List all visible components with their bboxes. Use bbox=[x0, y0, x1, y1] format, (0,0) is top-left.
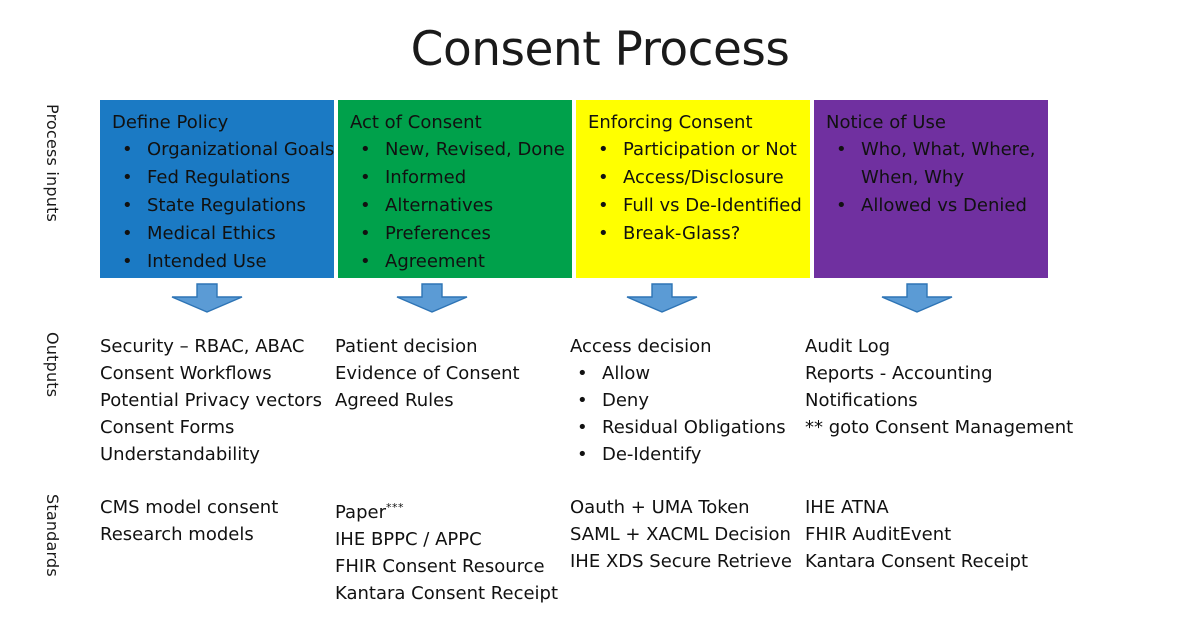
bullet-item: Allow bbox=[570, 360, 801, 387]
standard-line: Research models bbox=[100, 524, 254, 545]
bullet-item: Who, What, Where, When, Why bbox=[826, 136, 1040, 192]
bullet-item: Full vs De-Identified bbox=[588, 192, 802, 220]
standard-line: Kantara Consent Receipt bbox=[805, 551, 1029, 572]
row-label-outputs: Outputs bbox=[43, 332, 62, 398]
bullet-item: Agreement bbox=[350, 248, 564, 276]
standards-column-define-policy: CMS model consent Research models bbox=[100, 494, 335, 607]
standard-line: SAML + XACML Decision bbox=[570, 524, 791, 545]
standard-line: CMS model consent bbox=[100, 497, 279, 518]
process-inputs-row: Define Policy Organizational Goals Fed R… bbox=[100, 100, 1048, 278]
output-line: Potential Privacy vectors bbox=[100, 390, 322, 411]
box-title-enforcing-consent: Enforcing Consent bbox=[588, 112, 753, 133]
output-line: Understandability bbox=[100, 444, 260, 465]
bullet-list-act-of-consent: New, Revised, Done Informed Alternatives… bbox=[350, 136, 565, 276]
standards-column-enforcing-consent: Oauth + UMA Token SAML + XACML Decision … bbox=[570, 494, 805, 607]
outputs-bullet-list-enforcing-consent: Allow Deny Residual Obligations De-Ident… bbox=[570, 360, 801, 468]
output-line: Agreed Rules bbox=[335, 390, 454, 411]
bullet-item: Informed bbox=[350, 164, 564, 192]
outputs-row: Security – RBAC, ABAC Consent Workflows … bbox=[100, 333, 1195, 468]
standard-line-paper: Paper*** bbox=[335, 494, 566, 526]
down-arrow-icon-act-of-consent bbox=[396, 283, 468, 313]
box-title-notice-of-use: Notice of Use bbox=[826, 112, 946, 133]
standard-line: Kantara Consent Receipt bbox=[335, 583, 559, 604]
bullet-item: Medical Ethics bbox=[112, 220, 326, 248]
bullet-item: Allowed vs Denied bbox=[826, 192, 1040, 220]
output-line: Evidence of Consent bbox=[335, 363, 520, 384]
row-label-standards: Standards bbox=[43, 494, 62, 577]
bullet-list-define-policy: Organizational Goals Fed Regulations Sta… bbox=[112, 136, 334, 276]
bullet-item: Residual Obligations bbox=[570, 414, 801, 441]
output-line: Security – RBAC, ABAC bbox=[100, 336, 305, 357]
bullet-item: Participation or Not bbox=[588, 136, 802, 164]
bullet-item: De-Identify bbox=[570, 441, 801, 468]
bullet-item: Alternatives bbox=[350, 192, 564, 220]
footnote-asterisks: *** bbox=[385, 501, 404, 514]
standard-line: IHE XDS Secure Retrieve bbox=[570, 551, 792, 572]
outputs-column-notice-of-use: Audit Log Reports - Accounting Notificat… bbox=[805, 333, 1185, 468]
down-arrow-icon-notice-of-use bbox=[881, 283, 953, 313]
bullet-item: Access/Disclosure bbox=[588, 164, 802, 192]
page-title: Consent Process bbox=[410, 22, 790, 77]
down-arrow-icon-define-policy bbox=[171, 283, 243, 313]
standards-row: CMS model consent Research models Paper*… bbox=[100, 494, 1195, 607]
output-line: Audit Log bbox=[805, 336, 891, 357]
standard-line: FHIR Consent Resource bbox=[335, 556, 545, 577]
box-enforcing-consent[interactable]: Enforcing Consent Participation or Not A… bbox=[576, 100, 810, 278]
standard-line-paper-text: Paper bbox=[335, 502, 386, 523]
standard-line: FHIR AuditEvent bbox=[805, 524, 952, 545]
box-act-of-consent[interactable]: Act of Consent New, Revised, Done Inform… bbox=[338, 100, 572, 278]
outputs-column-enforcing-consent: Access decision Allow Deny Residual Obli… bbox=[570, 333, 805, 468]
outputs-column-define-policy: Security – RBAC, ABAC Consent Workflows … bbox=[100, 333, 335, 468]
output-line-goto-consent-management: ** goto Consent Management bbox=[805, 417, 1074, 438]
standard-line: IHE BPPC / APPC bbox=[335, 529, 482, 550]
standards-column-notice-of-use: IHE ATNA FHIR AuditEvent Kantara Consent… bbox=[805, 494, 1185, 607]
bullet-item: Intended Use bbox=[112, 248, 326, 276]
standard-line: Oauth + UMA Token bbox=[570, 497, 750, 518]
box-notice-of-use[interactable]: Notice of Use Who, What, Where, When, Wh… bbox=[814, 100, 1048, 278]
box-define-policy[interactable]: Define Policy Organizational Goals Fed R… bbox=[100, 100, 334, 278]
bullet-item: Preferences bbox=[350, 220, 564, 248]
bullet-list-notice-of-use: Who, What, Where, When, Why Allowed vs D… bbox=[826, 136, 1040, 220]
output-line: Reports - Accounting bbox=[805, 363, 993, 384]
standard-line: IHE ATNA bbox=[805, 497, 889, 518]
standards-column-act-of-consent: Paper*** IHE BPPC / APPC FHIR Consent Re… bbox=[335, 494, 570, 607]
bullet-item: Fed Regulations bbox=[112, 164, 326, 192]
output-line: Consent Forms bbox=[100, 417, 235, 438]
bullet-list-enforcing-consent: Participation or Not Access/Disclosure F… bbox=[588, 136, 802, 248]
row-label-process-inputs: Process inputs bbox=[43, 104, 62, 223]
outputs-column-act-of-consent: Patient decision Evidence of Consent Agr… bbox=[335, 333, 570, 468]
bullet-item: New, Revised, Done bbox=[350, 136, 565, 164]
box-title-define-policy: Define Policy bbox=[112, 112, 229, 133]
box-title-act-of-consent: Act of Consent bbox=[350, 112, 482, 133]
bullet-item: State Regulations bbox=[112, 192, 326, 220]
output-line: Consent Workflows bbox=[100, 363, 272, 384]
output-line: Notifications bbox=[805, 390, 918, 411]
bullet-item: Break-Glass? bbox=[588, 220, 802, 248]
down-arrow-icon-enforcing-consent bbox=[626, 283, 698, 313]
output-line: Access decision bbox=[570, 336, 712, 357]
bullet-item: Organizational Goals bbox=[112, 136, 334, 164]
output-line: Patient decision bbox=[335, 336, 478, 357]
bullet-item: Deny bbox=[570, 387, 801, 414]
